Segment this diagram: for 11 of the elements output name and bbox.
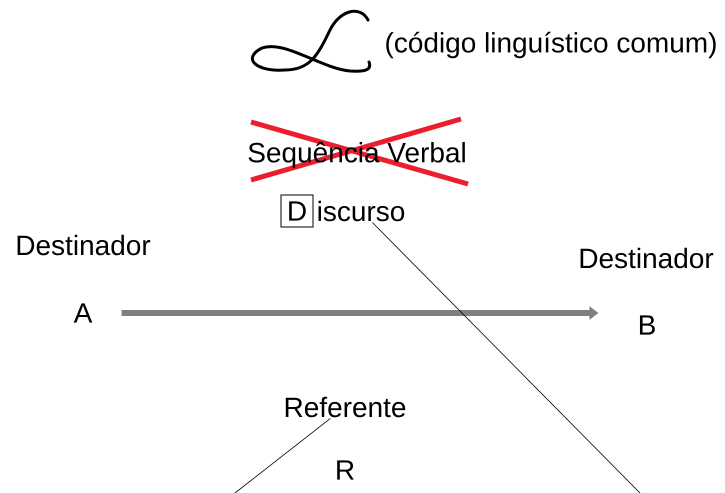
word-label: Referente [286,396,406,418]
letter-box: D [280,194,314,228]
role-label: Destinador [18,234,150,256]
letter-label: B [640,315,655,335]
line [372,222,640,493]
word-text: iscurso [318,200,404,222]
line [234,418,331,493]
annotation-text: (código linguístico comum) [386,32,716,58]
role-label: Destinador [580,248,714,268]
letter-label: R [337,460,354,480]
letter-label: A [74,303,92,323]
